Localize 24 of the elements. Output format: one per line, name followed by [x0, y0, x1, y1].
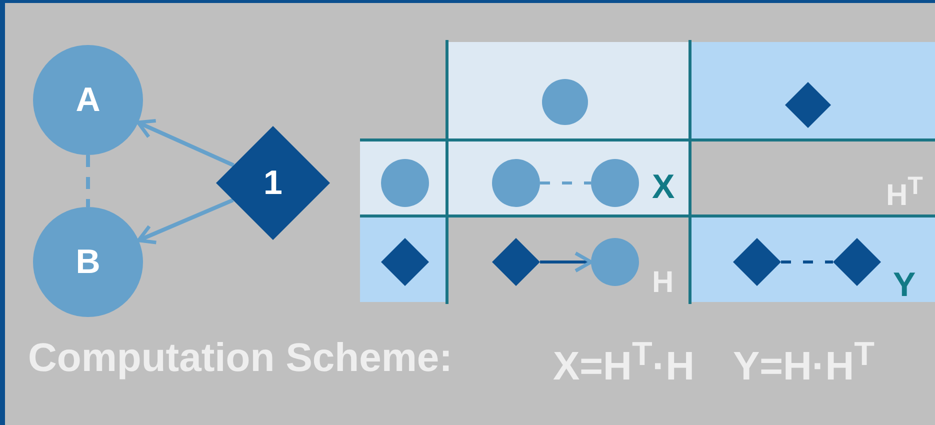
- diamond-node: [785, 82, 831, 128]
- circle-node: [591, 159, 639, 207]
- circle-node: [542, 79, 588, 125]
- arrow: [540, 251, 593, 273]
- diamond-node: [492, 238, 540, 286]
- diamond-node: [216, 126, 330, 240]
- arrow: [136, 198, 234, 244]
- node-label: 1: [264, 164, 282, 202]
- diamond-node: [381, 238, 429, 286]
- arrow: [136, 119, 234, 168]
- matrix-label: Y: [893, 268, 916, 302]
- circle-node: [33, 207, 143, 317]
- node-label: A: [76, 80, 100, 120]
- circle-node: [381, 159, 429, 207]
- circle-node: [591, 238, 639, 286]
- connector-line: [86, 155, 90, 207]
- circle-node: [492, 159, 540, 207]
- diamond-node: [833, 238, 881, 286]
- connector-line: [540, 182, 591, 184]
- node-label: B: [76, 242, 100, 282]
- diamond-node: [733, 238, 781, 286]
- connector-line: [781, 260, 833, 264]
- matrix-label: X: [652, 170, 675, 204]
- circle-node: [33, 45, 143, 155]
